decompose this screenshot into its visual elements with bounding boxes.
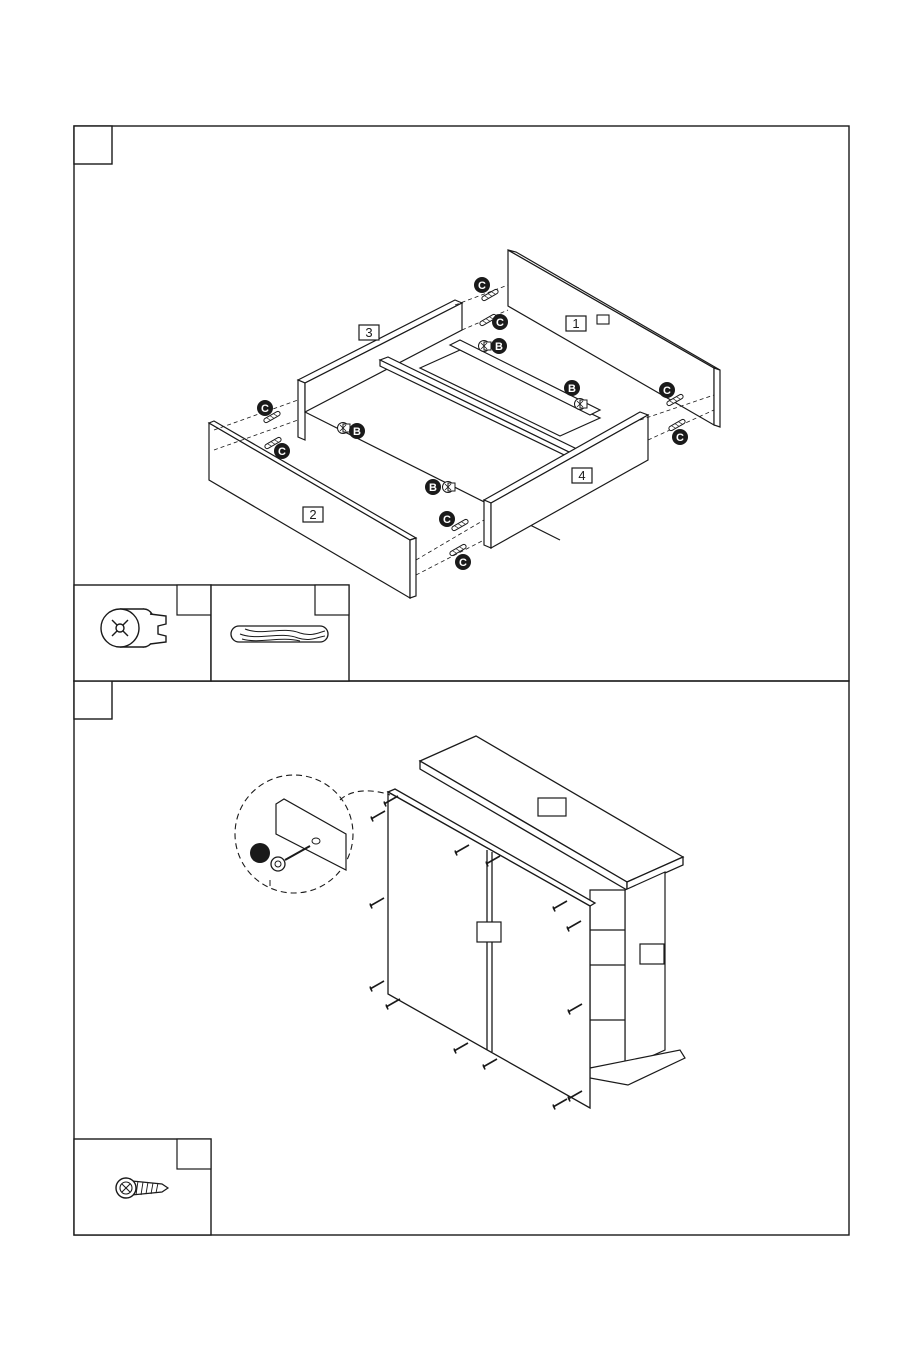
screw-quantity-box — [177, 1139, 211, 1169]
badge-c-3: C — [659, 382, 675, 398]
svg-text:C: C — [261, 403, 269, 415]
dowel-quantity-box — [315, 585, 349, 615]
cam-b-3 — [338, 423, 351, 434]
panel-1-label: 1 — [566, 316, 586, 331]
wood-dowel-icon — [231, 626, 328, 642]
top-label — [538, 798, 566, 816]
svg-text:B: B — [495, 341, 503, 353]
badge-b-3: B — [349, 423, 365, 439]
step1-number-box — [74, 126, 112, 164]
cabinet-body — [590, 872, 685, 1085]
cam-pre-installed — [597, 315, 609, 324]
badge-c-8: C — [455, 554, 471, 570]
svg-text:C: C — [676, 432, 684, 444]
svg-text:C: C — [663, 385, 671, 397]
badge-b-1: B — [491, 338, 507, 354]
svg-text:B: B — [568, 383, 576, 395]
svg-text:2: 2 — [309, 507, 316, 522]
svg-text:C: C — [443, 514, 451, 526]
svg-text:4: 4 — [578, 468, 585, 483]
badge-c-7: C — [439, 511, 455, 527]
cam-quantity-box — [177, 585, 211, 615]
svg-text:C: C — [496, 317, 504, 329]
panel-2-label: 2 — [303, 507, 323, 522]
panel-3-label: 3 — [359, 325, 379, 340]
svg-text:C: C — [478, 280, 486, 292]
cam-lock-icon — [101, 609, 166, 647]
badge-c-6: C — [274, 443, 290, 459]
back-label — [477, 922, 501, 942]
badge-b-2: B — [564, 380, 580, 396]
svg-text:C: C — [459, 557, 467, 569]
cam-b-1 — [479, 341, 492, 352]
svg-text:B: B — [353, 426, 361, 438]
detail-zoom — [235, 775, 390, 893]
badge-c-1: C — [474, 277, 490, 293]
dowel-c-4 — [668, 419, 686, 432]
legend-cam-lock — [74, 585, 211, 681]
svg-text:B: B — [429, 482, 437, 494]
side-label — [640, 944, 664, 964]
legend-wood-dowel — [211, 585, 349, 681]
cam-b-2 — [575, 399, 588, 410]
badge-c-4: C — [672, 429, 688, 445]
badge-b-4: B — [425, 479, 441, 495]
step2-number-box — [74, 681, 112, 719]
panel-4-label: 4 — [572, 468, 592, 483]
svg-text:3: 3 — [365, 325, 372, 340]
svg-text:1: 1 — [572, 316, 579, 331]
legend-screw — [74, 1139, 211, 1235]
badge-c-5: C — [257, 400, 273, 416]
svg-text:C: C — [278, 446, 286, 458]
badge-c-2: C — [492, 314, 508, 330]
cam-b-4 — [443, 482, 456, 493]
